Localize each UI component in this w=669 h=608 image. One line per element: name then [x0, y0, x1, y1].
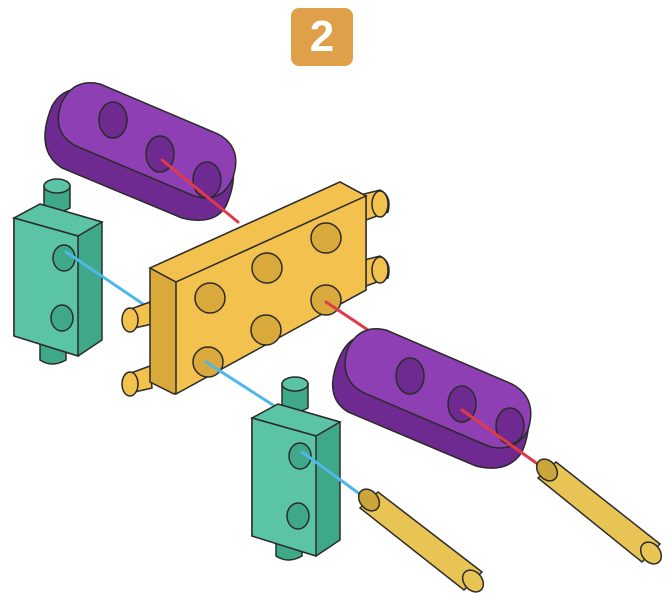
yellow-plate [121, 181, 390, 397]
green-connector-bottom [250, 376, 342, 561]
yellow-rod-left [357, 488, 485, 593]
green-connector-left [12, 178, 104, 365]
guide-line-red [460, 408, 548, 472]
purple-link-bottom [331, 328, 532, 469]
purple-link-top [44, 82, 237, 221]
guide-line-blue [64, 250, 148, 308]
step-number: 2 [309, 12, 335, 61]
step-badge: 2 [291, 8, 353, 66]
guide-line-red [160, 158, 240, 224]
yellow-rod-right [535, 458, 663, 565]
guide-line-red [324, 300, 376, 336]
guide-line-blue [300, 450, 370, 502]
